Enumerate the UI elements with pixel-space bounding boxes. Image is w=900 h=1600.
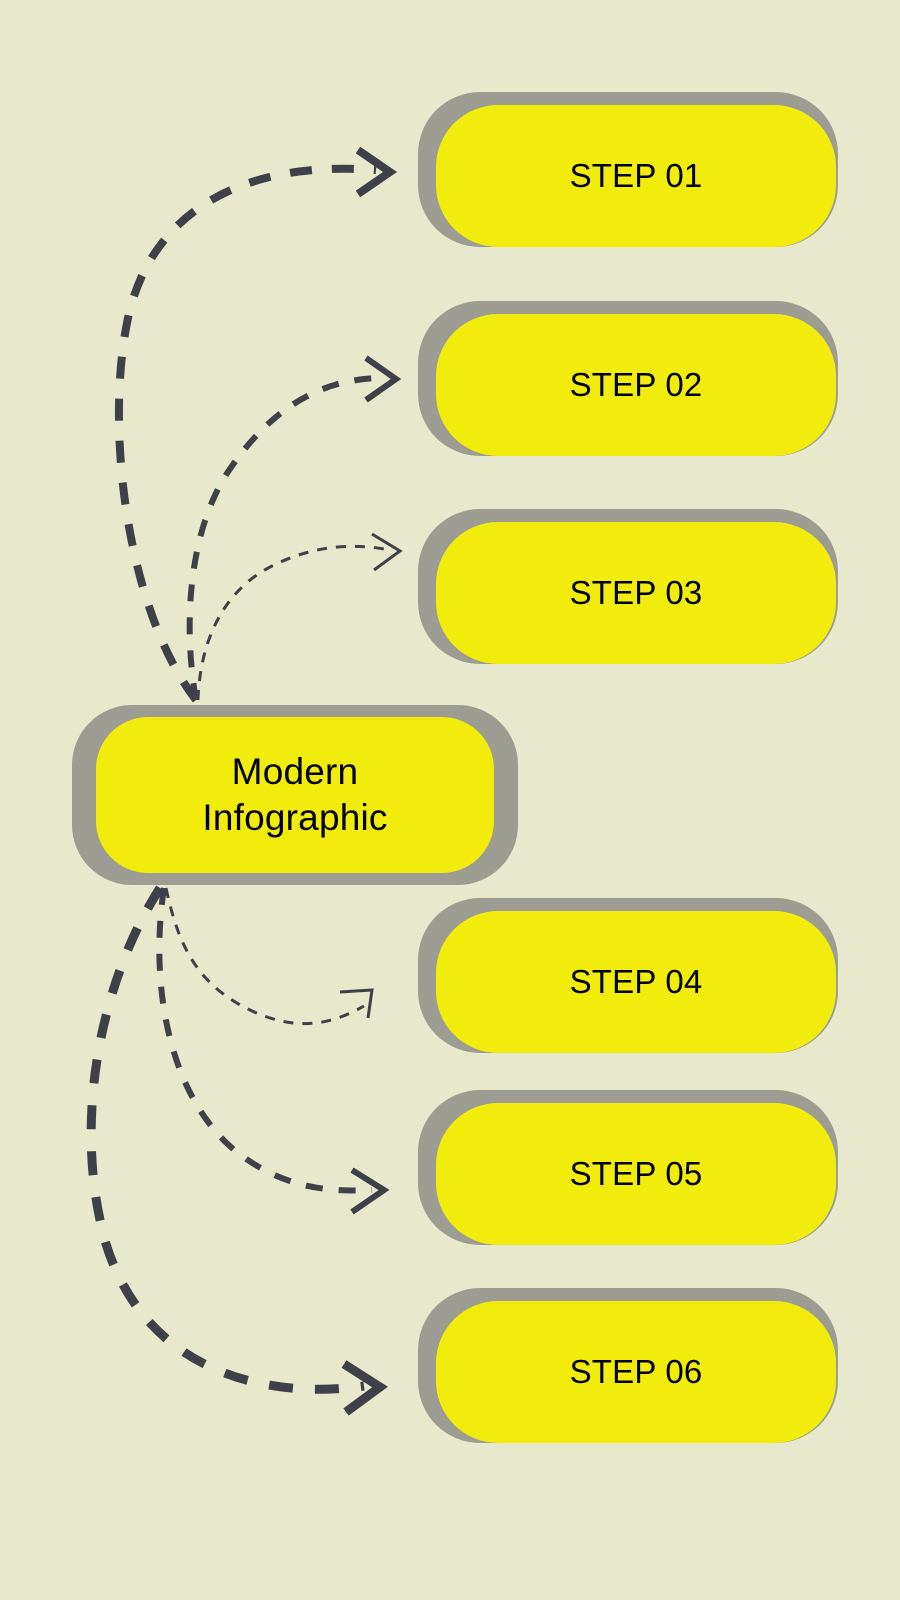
step-node-6[interactable]: STEP 06	[418, 1288, 838, 1443]
center-node[interactable]: Modern Infographic	[72, 705, 518, 885]
arrowhead-icon	[371, 532, 403, 572]
connector-line	[164, 887, 365, 1026]
arrowhead-icon	[355, 146, 398, 198]
step-node-face: STEP 03	[436, 522, 836, 664]
connector-to-step-03	[196, 532, 403, 701]
step-node-face: STEP 01	[436, 105, 836, 247]
step-node-face: STEP 02	[436, 314, 836, 456]
center-node-face: Modern Infographic	[96, 717, 494, 873]
step-label: STEP 04	[569, 962, 703, 1000]
step-node-1[interactable]: STEP 01	[418, 92, 838, 247]
arrowhead-icon	[364, 355, 402, 403]
arrowhead-icon	[350, 1167, 390, 1215]
step-node-3[interactable]: STEP 03	[418, 509, 838, 664]
connector-to-step-05	[156, 887, 390, 1215]
step-node-face: STEP 04	[436, 911, 836, 1053]
arrowhead-icon	[341, 1360, 388, 1416]
arrowhead-icon	[339, 988, 374, 1019]
connector-line	[196, 544, 391, 701]
step-label: STEP 01	[569, 156, 703, 194]
step-label: STEP 06	[569, 1352, 703, 1390]
step-node-4[interactable]: STEP 04	[418, 898, 838, 1053]
step-label: STEP 02	[569, 365, 703, 403]
center-node-label: Modern Infographic	[202, 750, 388, 838]
step-node-face: STEP 05	[436, 1103, 836, 1245]
connector-line	[186, 375, 385, 701]
step-label: STEP 05	[569, 1154, 703, 1192]
step-node-5[interactable]: STEP 05	[418, 1090, 838, 1245]
step-node-2[interactable]: STEP 02	[418, 301, 838, 456]
connector-line	[86, 885, 365, 1394]
connector-to-step-04	[164, 887, 374, 1026]
step-node-face: STEP 06	[436, 1301, 836, 1443]
step-label: STEP 03	[569, 573, 703, 611]
connector-to-step-06	[86, 885, 388, 1416]
connector-to-step-02	[186, 355, 402, 701]
connector-to-step-01	[114, 146, 398, 703]
connector-line	[114, 164, 377, 703]
connector-line	[156, 887, 373, 1194]
